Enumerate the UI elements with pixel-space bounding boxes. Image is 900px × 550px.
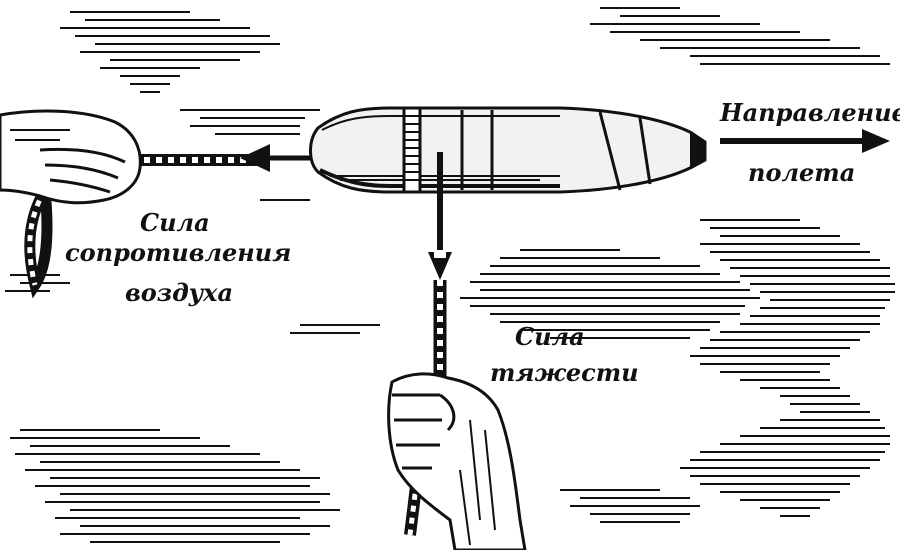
- bottom-hand: [387, 372, 527, 550]
- drag-label-line3: воздуха: [125, 278, 233, 307]
- drag-label-line1: Сила: [140, 208, 210, 237]
- cloud-hatching: [5, 7, 895, 543]
- flight-direction-label-line2: полета: [748, 158, 856, 187]
- gravity-label-line2: тяжести: [490, 358, 639, 387]
- flight-direction-label-line1: Направление: [720, 98, 900, 127]
- drag-label-line2: сопротивления: [65, 238, 292, 267]
- gravity-force-arrow: [428, 152, 452, 280]
- flight-direction-arrow: [720, 129, 890, 153]
- projectile-shell: [309, 106, 707, 194]
- gravity-label-line1: Сила: [515, 322, 585, 351]
- left-hand: [0, 109, 142, 205]
